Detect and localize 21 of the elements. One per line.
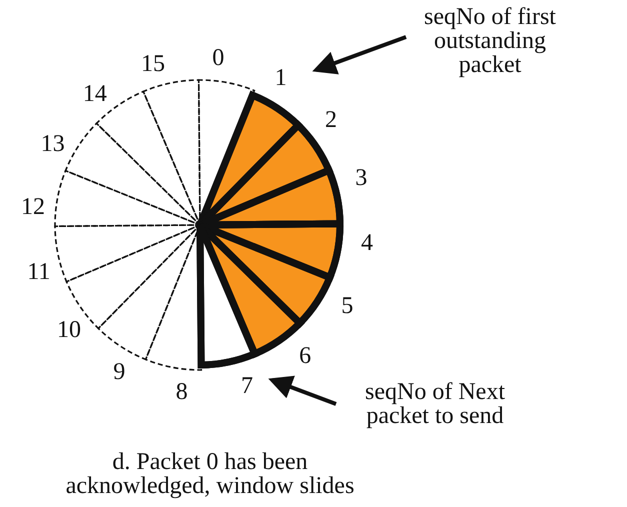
sequence-number: 1 — [274, 66, 287, 90]
sequence-number: 2 — [325, 108, 338, 132]
sequence-number: 0 — [212, 46, 224, 70]
callout-text: seqNo of first outstanding packet — [405, 5, 575, 77]
caption: d. Packet 0 has been acknowledged, window slides — [64, 450, 356, 498]
sequence-number: 3 — [355, 166, 368, 190]
sequence-number: 10 — [56, 318, 81, 342]
leader-arrow — [312, 35, 407, 74]
sequence-number: 6 — [299, 344, 312, 368]
sequence-number: 7 — [241, 374, 253, 398]
sequence-number: 14 — [82, 82, 107, 106]
leader-arrow — [268, 376, 337, 406]
sequence-number: 12 — [20, 194, 45, 219]
sequence-number: 11 — [27, 260, 50, 284]
sequence-number: 4 — [361, 231, 373, 256]
sequence-number: 15 — [140, 52, 165, 76]
callout-text: seqNo of Next packet to send — [335, 380, 535, 428]
sequence-number: 9 — [113, 360, 126, 384]
sequence-number: 13 — [40, 132, 65, 156]
sequence-number: 5 — [341, 294, 354, 318]
sequence-number: 8 — [176, 380, 188, 404]
